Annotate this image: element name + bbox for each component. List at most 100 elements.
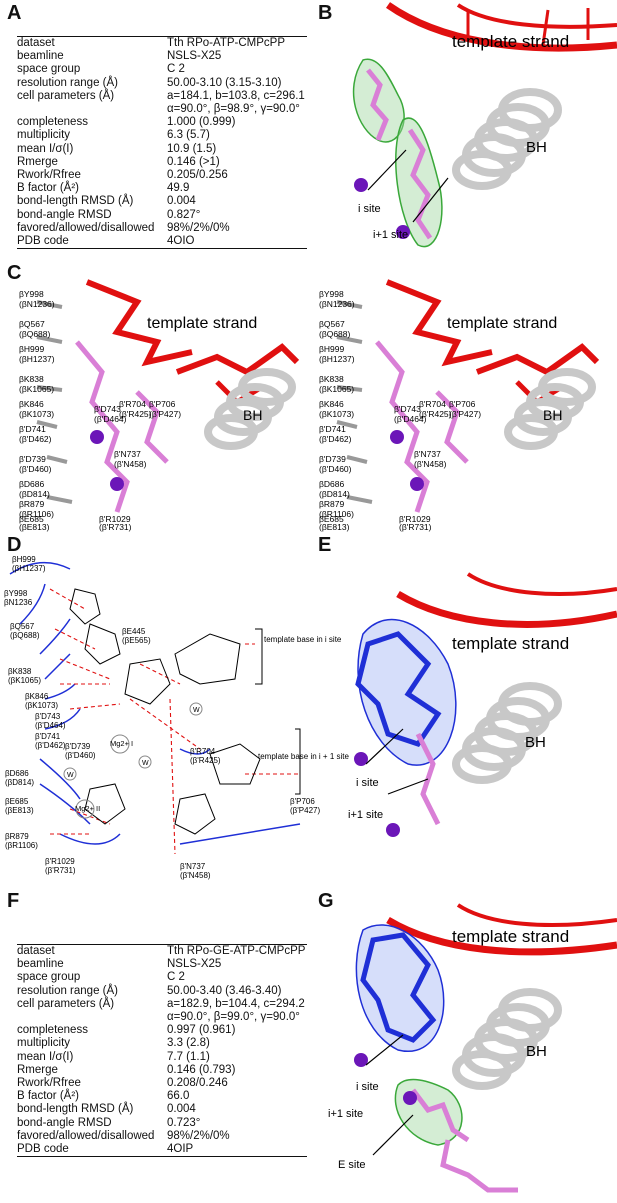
residue-label: (β'N458) [114, 459, 147, 469]
table-value: a=182.9, b=104.4, c=294.2 [167, 997, 305, 1010]
table-row: bond-length RMSD (Å)0.004 [17, 195, 307, 208]
i1-site-label: i+1 site [328, 1108, 363, 1120]
mg1-label: Mg2+ I [110, 739, 133, 748]
mg2-label: Mg2+ II [75, 804, 100, 813]
residue-label: βH999 [19, 344, 44, 354]
residue-label: (βQ688) [10, 631, 40, 640]
table-key: resolution range (Å) [17, 984, 118, 997]
table-value: 66.0 [167, 1090, 190, 1103]
residue-label: (β'D464) [394, 414, 427, 424]
table-key: cell parameters (Å) [17, 89, 115, 102]
residue-label: β'R1029 [99, 514, 131, 524]
residue-label: βK846 [25, 692, 49, 701]
table-key: space group [17, 63, 81, 76]
i1-site-label: i+1 site [348, 809, 383, 821]
structure-panel-g: template strand BH i site i+1 site E sit… [328, 903, 617, 1193]
template-strand-label: template strand [452, 634, 569, 653]
table-row: α=90.0°, β=98.9°, γ=90.0° [17, 103, 307, 116]
table-row: PDB code 4OIO [17, 235, 307, 248]
residue-label: (β'D464) [35, 721, 66, 730]
residue-label: β'D743 [94, 404, 121, 414]
bh-label: BH [525, 734, 546, 751]
residue-label: (βD814) [19, 489, 50, 499]
table-rule-top [17, 36, 307, 37]
residue-label: βD686 [5, 769, 29, 778]
residue-label: βK846 [19, 399, 44, 409]
residue-label: βE685 [319, 514, 344, 524]
table-row: B factor (Å²) 66.0 [17, 1090, 307, 1103]
residue-label: (βN1236) [319, 299, 355, 309]
table-value: 98%/2%/0% [167, 221, 230, 234]
water-label: W [193, 707, 200, 714]
residue-label: βD686 [19, 479, 44, 489]
table-key: dataset [17, 37, 55, 49]
residue-label: βR879 [319, 499, 344, 509]
table-value: 4OIP [167, 1143, 194, 1156]
table-value: 1.000 (0.999) [167, 116, 236, 129]
table-value: 0.827° [167, 208, 201, 221]
residue-label: β'P706 [290, 797, 315, 806]
table-value: 10.9 (1.5) [167, 142, 217, 155]
table-key: PDB code [17, 235, 69, 248]
residue-label: βY998 [4, 589, 28, 598]
template-strand-label: template strand [447, 315, 557, 332]
residue-label: (β'D462) [19, 434, 52, 444]
interaction-diagram-d: Mg2+ I Mg2+ II W W W template base in i … [4, 555, 349, 880]
residue-label: βK838 [8, 667, 32, 676]
i1-site-label: i+1 site [373, 229, 408, 241]
residue-label: β'D739 [65, 742, 91, 751]
residue-label: β'N737 [114, 449, 141, 459]
table-key: bond-angle RMSD [17, 1116, 112, 1129]
table-key: dataset [17, 945, 55, 957]
panel-label-d: D [7, 534, 22, 556]
residue-label: (βK1073) [19, 409, 54, 419]
residue-label: β'P706 [149, 399, 176, 409]
residue-label: (βK1073) [25, 701, 58, 710]
table-key: B factor (Å²) [17, 1090, 79, 1103]
table-row: bond-angle RMSD 0.723° [17, 1117, 307, 1130]
panel-label-c: C [7, 262, 22, 284]
table-key: bond-length RMSD (Å) [17, 1103, 134, 1116]
stereo-structure-panel-c: template strand BH template strand BH βY… [19, 279, 600, 532]
table-value: 0.004 [167, 1103, 196, 1116]
panel-label-g: G [318, 890, 334, 912]
table-rule-bottom [17, 248, 307, 250]
bh-label: BH [243, 407, 262, 423]
residue-label: (βR1106) [19, 509, 54, 519]
table-key: beamline [17, 958, 64, 971]
table-value: C 2 [167, 971, 185, 984]
residue-label: (β'P427) [449, 409, 481, 419]
residue-label: (βR1106) [319, 509, 354, 519]
residue-label: (β'N458) [180, 871, 211, 880]
table-value: α=90.0°, β=98.9°, γ=90.0° [167, 103, 300, 116]
e-site-label: E site [338, 1159, 366, 1171]
bh-label: BH [526, 139, 547, 156]
bh-label: BH [526, 1043, 547, 1060]
residue-label: β'R1029 [45, 857, 75, 866]
residue-label: βH999 [319, 344, 344, 354]
table-value: 0.146 (>1) [167, 155, 220, 168]
residue-label: βE445 [122, 627, 146, 636]
residue-label: (β'D460) [319, 464, 352, 474]
table-row: B factor (Å²)49.9 [17, 182, 307, 195]
residue-label: βR879 [5, 832, 29, 841]
residue-label: β'R704 [190, 747, 216, 756]
table-value: 0.205/0.256 [167, 169, 228, 182]
table-value: 4OIO [167, 235, 195, 248]
table-value: NSLS-X25 [167, 958, 222, 971]
table-key: Rmerge [17, 1063, 58, 1076]
residue-label: βQ567 [319, 319, 345, 329]
table-row: cell parameters (Å)a=184.1, b=103.8, c=2… [17, 90, 307, 103]
residue-label: β'D743 [35, 712, 61, 721]
residue-label: (βQ688) [19, 329, 51, 339]
table-value: 0.723° [167, 1116, 201, 1129]
residue-label: (β'R425) [190, 756, 221, 765]
table-value: 49.9 [167, 182, 190, 195]
table-key: multiplicity [17, 1037, 71, 1050]
